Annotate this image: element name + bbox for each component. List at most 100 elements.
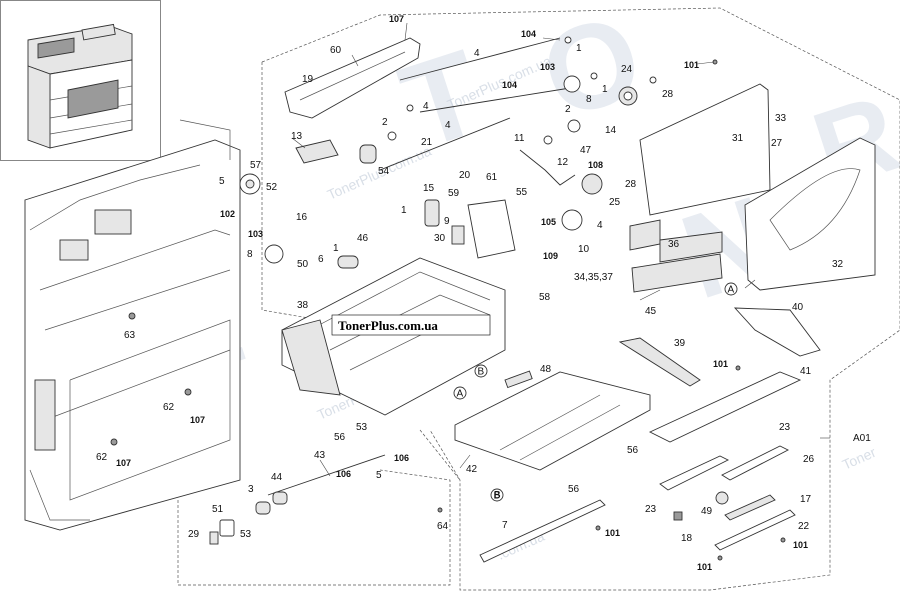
part-label: 105 xyxy=(541,217,556,227)
part-label: 44 xyxy=(271,472,283,483)
cover-32 xyxy=(744,137,876,291)
part-label: 39 xyxy=(674,338,686,349)
clip-18 xyxy=(673,511,683,521)
marker-a-text: A xyxy=(728,285,735,296)
plate-17 xyxy=(724,494,776,521)
part-label: 46 xyxy=(357,233,369,244)
part-label: 4 xyxy=(423,101,429,112)
part-label: 6 xyxy=(318,254,324,265)
part-label: 4 xyxy=(474,48,480,59)
marker-b2-circle xyxy=(490,488,504,502)
part-label: 106 xyxy=(336,469,351,479)
part-label: 59 xyxy=(448,188,460,199)
part-label: 8 xyxy=(586,94,592,105)
part-label: 18 xyxy=(681,533,693,544)
part-label: 31 xyxy=(732,133,744,144)
label-36 xyxy=(629,219,661,251)
part-label: 28 xyxy=(625,179,637,190)
leader-lines xyxy=(291,22,830,477)
part-label: 5 xyxy=(376,470,382,481)
part-label: 102 xyxy=(220,209,235,219)
watermark-tail: Toner xyxy=(840,444,879,473)
part-label: 8 xyxy=(247,249,253,260)
roller-6 xyxy=(337,255,359,269)
gear-108 xyxy=(581,173,603,195)
marker-b-circle xyxy=(474,364,488,378)
part-label: 47 xyxy=(580,145,592,156)
roller-54 xyxy=(359,144,377,164)
part-label: 51 xyxy=(212,504,224,515)
part-label: 62 xyxy=(163,402,175,413)
part-label: 56 xyxy=(627,445,639,456)
part-label: 2 xyxy=(565,104,571,115)
block-30 xyxy=(451,225,465,245)
part-label: 23 xyxy=(645,504,657,515)
part-label: 41 xyxy=(800,366,812,377)
gear-8-lower xyxy=(264,244,284,264)
lever-11 xyxy=(519,149,576,186)
part-label: 53 xyxy=(240,529,252,540)
gear-49 xyxy=(715,491,729,505)
part-label: 27 xyxy=(771,138,783,149)
part-label: 103 xyxy=(248,229,263,239)
shaft-21 xyxy=(379,117,511,171)
part-label: 56 xyxy=(568,484,580,495)
part-label: 29 xyxy=(188,529,200,540)
part-48 xyxy=(504,370,533,389)
part-label: 53 xyxy=(356,422,368,433)
part-label: 5 xyxy=(219,176,225,187)
part-label: 3 xyxy=(248,484,254,495)
part-label: 10 xyxy=(578,244,590,255)
part-label: 12 xyxy=(557,157,569,168)
watermark-letter: O xyxy=(527,0,657,145)
part-label: 107 xyxy=(389,14,404,24)
circled-markers: A B A B xyxy=(453,282,738,502)
part-label: 1 xyxy=(401,205,407,216)
part-label: 45 xyxy=(645,306,657,317)
plate-41 xyxy=(648,371,802,443)
part-label: 58 xyxy=(539,292,551,303)
guide-39 xyxy=(618,337,701,387)
part-label: 32 xyxy=(832,259,844,270)
part-label: 28 xyxy=(662,89,674,100)
part-label: 101 xyxy=(713,359,728,369)
part-label: 42 xyxy=(466,464,478,475)
marker-a-circle xyxy=(724,282,738,296)
marker-a2-text: A xyxy=(457,389,464,400)
assembly-label: A01 xyxy=(853,433,871,444)
parts-layer xyxy=(110,36,876,563)
part-label: 1 xyxy=(602,84,608,95)
part-label: 26 xyxy=(803,454,815,465)
part-label: 55 xyxy=(516,187,528,198)
marker-a2-circle xyxy=(453,386,467,400)
bracket-23b xyxy=(721,445,789,481)
part-label: 104 xyxy=(502,80,517,90)
bracket-23a xyxy=(659,455,730,491)
spring-15 xyxy=(424,199,440,227)
part-label: 49 xyxy=(701,506,713,517)
part-label: 4 xyxy=(597,220,603,231)
part-label: 20 xyxy=(459,170,471,181)
label-45 xyxy=(631,253,723,293)
part-label: 33 xyxy=(775,113,787,124)
part-label: 64 xyxy=(437,521,449,532)
inset-frame xyxy=(0,0,161,161)
part-label: 1 xyxy=(333,243,339,254)
gear-10 xyxy=(561,209,583,231)
tray-frame-38 xyxy=(281,257,506,416)
part-label: 17 xyxy=(800,494,812,505)
part-label: 7 xyxy=(502,520,508,531)
part-label: 101 xyxy=(793,540,808,550)
part-label: 2 xyxy=(382,117,388,128)
label-13 xyxy=(295,139,339,164)
assembly-outline xyxy=(177,7,900,591)
shaft-43 xyxy=(267,454,386,496)
part-label: 19 xyxy=(302,74,314,85)
part-label: 108 xyxy=(588,160,603,170)
roller-3 xyxy=(255,501,271,515)
part-label: 23 xyxy=(779,422,791,433)
marker-b-text: B xyxy=(478,367,485,378)
part-label: 54 xyxy=(378,166,390,177)
shaft-104 xyxy=(399,37,561,81)
